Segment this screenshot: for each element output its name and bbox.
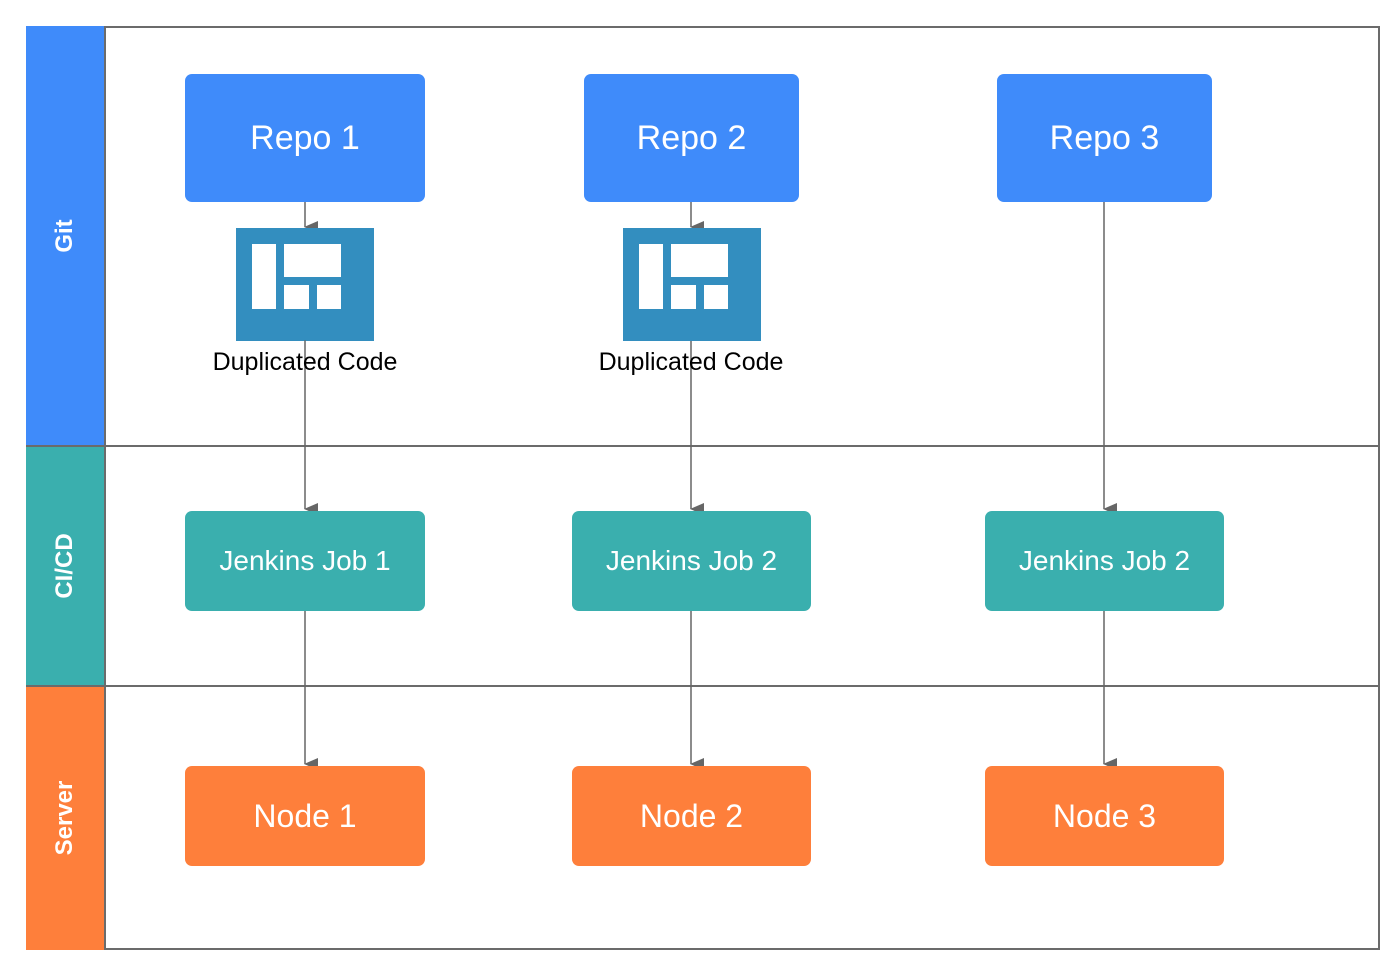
jenkins-job-3-box: Jenkins Job 2 — [985, 511, 1224, 611]
node-2-label: Node 2 — [639, 797, 744, 834]
node-2-box: Node 2 — [572, 766, 811, 866]
repo-2-label: Repo 2 — [636, 118, 747, 157]
lane-header-cicd: CI/CD — [26, 446, 106, 686]
lane-divider — [26, 685, 1380, 687]
jenkins-job-1-label: Jenkins Job 1 — [219, 545, 391, 576]
repo-3-label: Repo 3 — [1049, 118, 1160, 157]
layout-grid-icon — [623, 228, 761, 341]
repo-2-box: Repo 2 — [584, 74, 799, 202]
duplicated-code-label-2: Duplicated Code — [598, 348, 784, 376]
node-1-label: Node 1 — [253, 797, 357, 834]
node-3-box: Node 3 — [985, 766, 1224, 866]
lane-header-git: Git — [26, 26, 106, 446]
node-1-box: Node 1 — [185, 766, 425, 866]
jenkins-job-3-label: Jenkins Job 2 — [1018, 545, 1191, 576]
node-3-label: Node 3 — [1052, 797, 1157, 834]
layout-grid-icon — [236, 228, 374, 341]
duplicated-code-label-1: Duplicated Code — [212, 348, 398, 376]
jenkins-job-2-box: Jenkins Job 2 — [572, 511, 811, 611]
lane-header-server: Server — [26, 686, 106, 950]
jenkins-job-1-box: Jenkins Job 1 — [185, 511, 425, 611]
lane-divider — [26, 445, 1380, 447]
repo-1-label: Repo 1 — [250, 118, 360, 157]
repo-1-box: Repo 1 — [185, 74, 425, 202]
repo-3-box: Repo 3 — [997, 74, 1212, 202]
jenkins-job-2-label: Jenkins Job 2 — [605, 545, 778, 576]
